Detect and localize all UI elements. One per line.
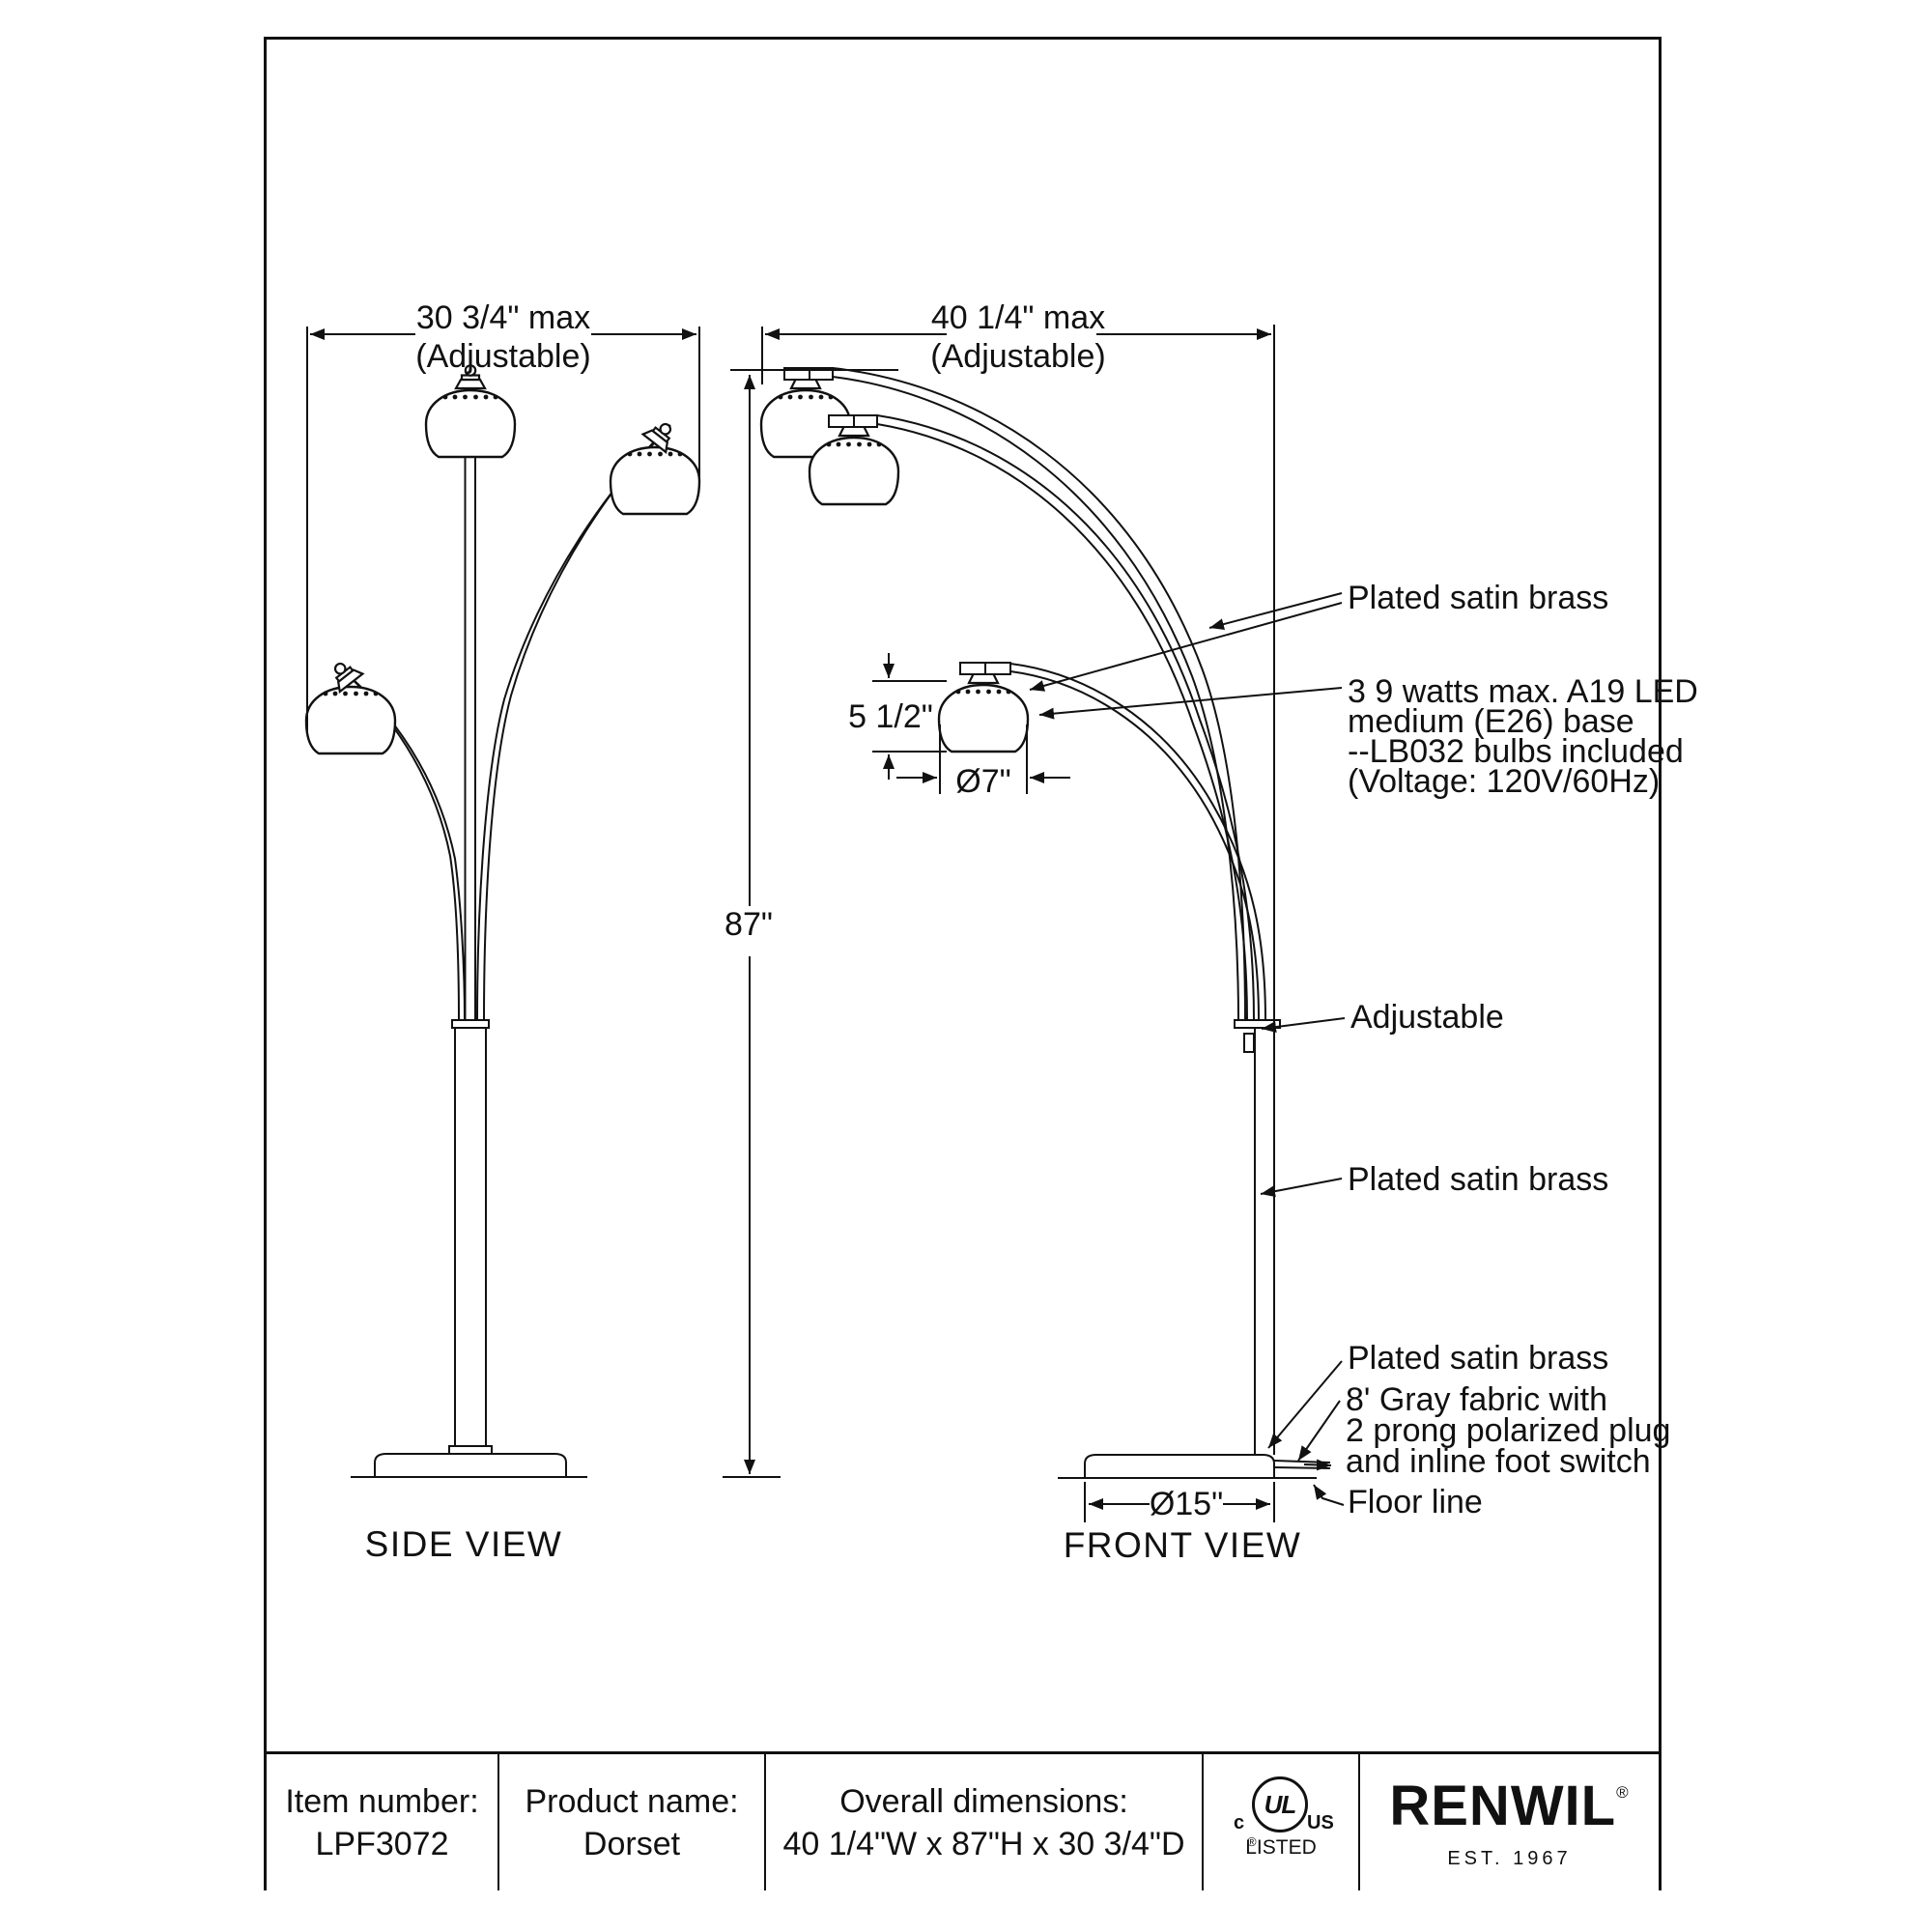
title-block-table: Item number: LPF3072 Product name: Dorse… bbox=[267, 1751, 1659, 1890]
brand-established: EST. 1967 bbox=[1447, 1847, 1572, 1869]
side-width-dimension: 30 3/4" max bbox=[416, 299, 590, 336]
callout-cord-line3: and inline foot switch bbox=[1346, 1443, 1651, 1480]
overall-dimensions-value: 40 1/4"W x 87"H x 30 3/4"D bbox=[782, 1825, 1185, 1862]
callout-cord-line1: 8' Gray fabric with bbox=[1346, 1381, 1607, 1418]
product-name-label: Product name: bbox=[525, 1782, 739, 1820]
side-width-note: (Adjustable) bbox=[415, 338, 590, 375]
brand-name-text: RENWIL bbox=[1389, 1774, 1617, 1837]
leader-lines bbox=[1029, 592, 1346, 1506]
height-dimension: 87" bbox=[724, 906, 773, 943]
callout-adjustable: Adjustable bbox=[1350, 999, 1504, 1036]
callout-cord-line2: 2 prong polarized plug bbox=[1346, 1412, 1670, 1449]
brand-registered-mark: ® bbox=[1616, 1782, 1630, 1802]
ul-listed-cell: c UL US ® LISTED bbox=[1202, 1754, 1358, 1890]
front-view-drawing bbox=[759, 367, 1332, 1479]
drawing-border-frame bbox=[264, 37, 1662, 1890]
brand-name: RENWIL® bbox=[1389, 1766, 1629, 1833]
item-number-label: Item number: bbox=[285, 1782, 479, 1820]
callout-plated-satin-brass-top: Plated satin brass bbox=[1348, 580, 1608, 616]
callout-floor-line: Floor line bbox=[1348, 1484, 1483, 1520]
brand-cell: RENWIL® EST. 1967 bbox=[1358, 1754, 1659, 1890]
callout-plated-satin-brass-bottom: Plated satin brass bbox=[1348, 1340, 1608, 1377]
front-width-note: (Adjustable) bbox=[930, 338, 1105, 375]
item-number-cell: Item number: LPF3072 bbox=[267, 1754, 497, 1890]
base-diameter-dimension: Ø15" bbox=[1150, 1486, 1223, 1522]
brand-logo: RENWIL® EST. 1967 bbox=[1389, 1766, 1629, 1880]
callout-bulb-line3: --LB032 bulbs included bbox=[1348, 733, 1684, 770]
overall-dimensions-cell: Overall dimensions: 40 1/4"W x 87"H x 30… bbox=[764, 1754, 1202, 1890]
side-view-drawing bbox=[304, 364, 701, 1478]
dimension-lines bbox=[306, 325, 1275, 1522]
ul-listed-label: LISTED bbox=[1245, 1835, 1317, 1859]
ul-c-mark: c bbox=[1234, 1811, 1245, 1833]
shade-diameter-dimension: Ø7" bbox=[955, 763, 1010, 800]
ul-circle-mark: UL bbox=[1252, 1776, 1308, 1833]
callout-bulb-line4: (Voltage: 120V/60Hz) bbox=[1348, 763, 1660, 800]
front-width-dimension: 40 1/4" max bbox=[931, 299, 1105, 336]
product-name-value: Dorset bbox=[582, 1825, 681, 1862]
overall-dimensions-label: Overall dimensions: bbox=[839, 1782, 1128, 1820]
front-view-title: FRONT VIEW bbox=[1064, 1525, 1302, 1565]
ul-registered-mark: ® bbox=[1247, 1833, 1257, 1849]
item-number-value: LPF3072 bbox=[315, 1825, 449, 1862]
callout-plated-satin-brass-mid: Plated satin brass bbox=[1348, 1161, 1608, 1198]
ul-listed-icon: c UL US ® LISTED bbox=[1208, 1776, 1353, 1869]
product-name-cell: Product name: Dorset bbox=[497, 1754, 764, 1890]
shade-height-dimension: 5 1/2" bbox=[848, 698, 933, 735]
callout-bulb-line2: medium (E26) base bbox=[1348, 703, 1634, 740]
side-view-title: SIDE VIEW bbox=[365, 1524, 563, 1564]
callout-bulb-line1: 3 9 watts max. A19 LED bbox=[1348, 673, 1698, 710]
ul-us-mark: US bbox=[1307, 1811, 1334, 1833]
